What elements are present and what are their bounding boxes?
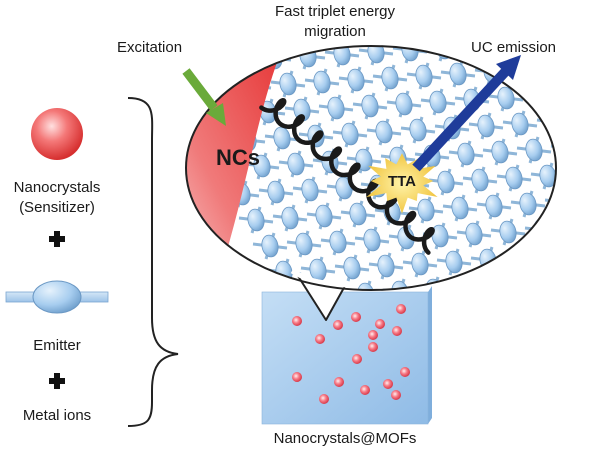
tta-star-icon <box>366 153 438 214</box>
ncs-label: NCs <box>216 145 260 170</box>
nanocrystal-sphere-icon <box>31 108 83 160</box>
mof-block <box>261 286 432 425</box>
metal-ions-label: Metal ions <box>23 407 91 424</box>
migration-label-line2: migration <box>304 23 366 40</box>
tta-label: TTA <box>388 173 416 190</box>
nanocrystal-dots <box>292 304 410 404</box>
legend-panel: Nanocrystals (Sensitizer) Emitter Metal … <box>5 108 109 424</box>
composite-label: Nanocrystals@MOFs <box>274 430 417 447</box>
plus-icon <box>49 231 65 247</box>
energy-migration-coil <box>259 97 435 255</box>
magnifier-outline <box>185 45 557 291</box>
sensitizer-label: (Sensitizer) <box>19 199 95 216</box>
uc-emission-label: UC emission <box>471 39 556 56</box>
plus-icon <box>49 373 65 389</box>
nanocrystals-label: Nanocrystals <box>14 179 101 196</box>
excitation-label: Excitation <box>117 39 182 56</box>
excitation-arrow <box>182 68 226 126</box>
migration-label-line1: Fast triplet energy <box>275 3 396 20</box>
emitter-icon <box>5 280 109 314</box>
curly-brace <box>127 97 179 427</box>
uc-emission-arrow <box>412 55 521 172</box>
emitter-label: Emitter <box>33 337 81 354</box>
